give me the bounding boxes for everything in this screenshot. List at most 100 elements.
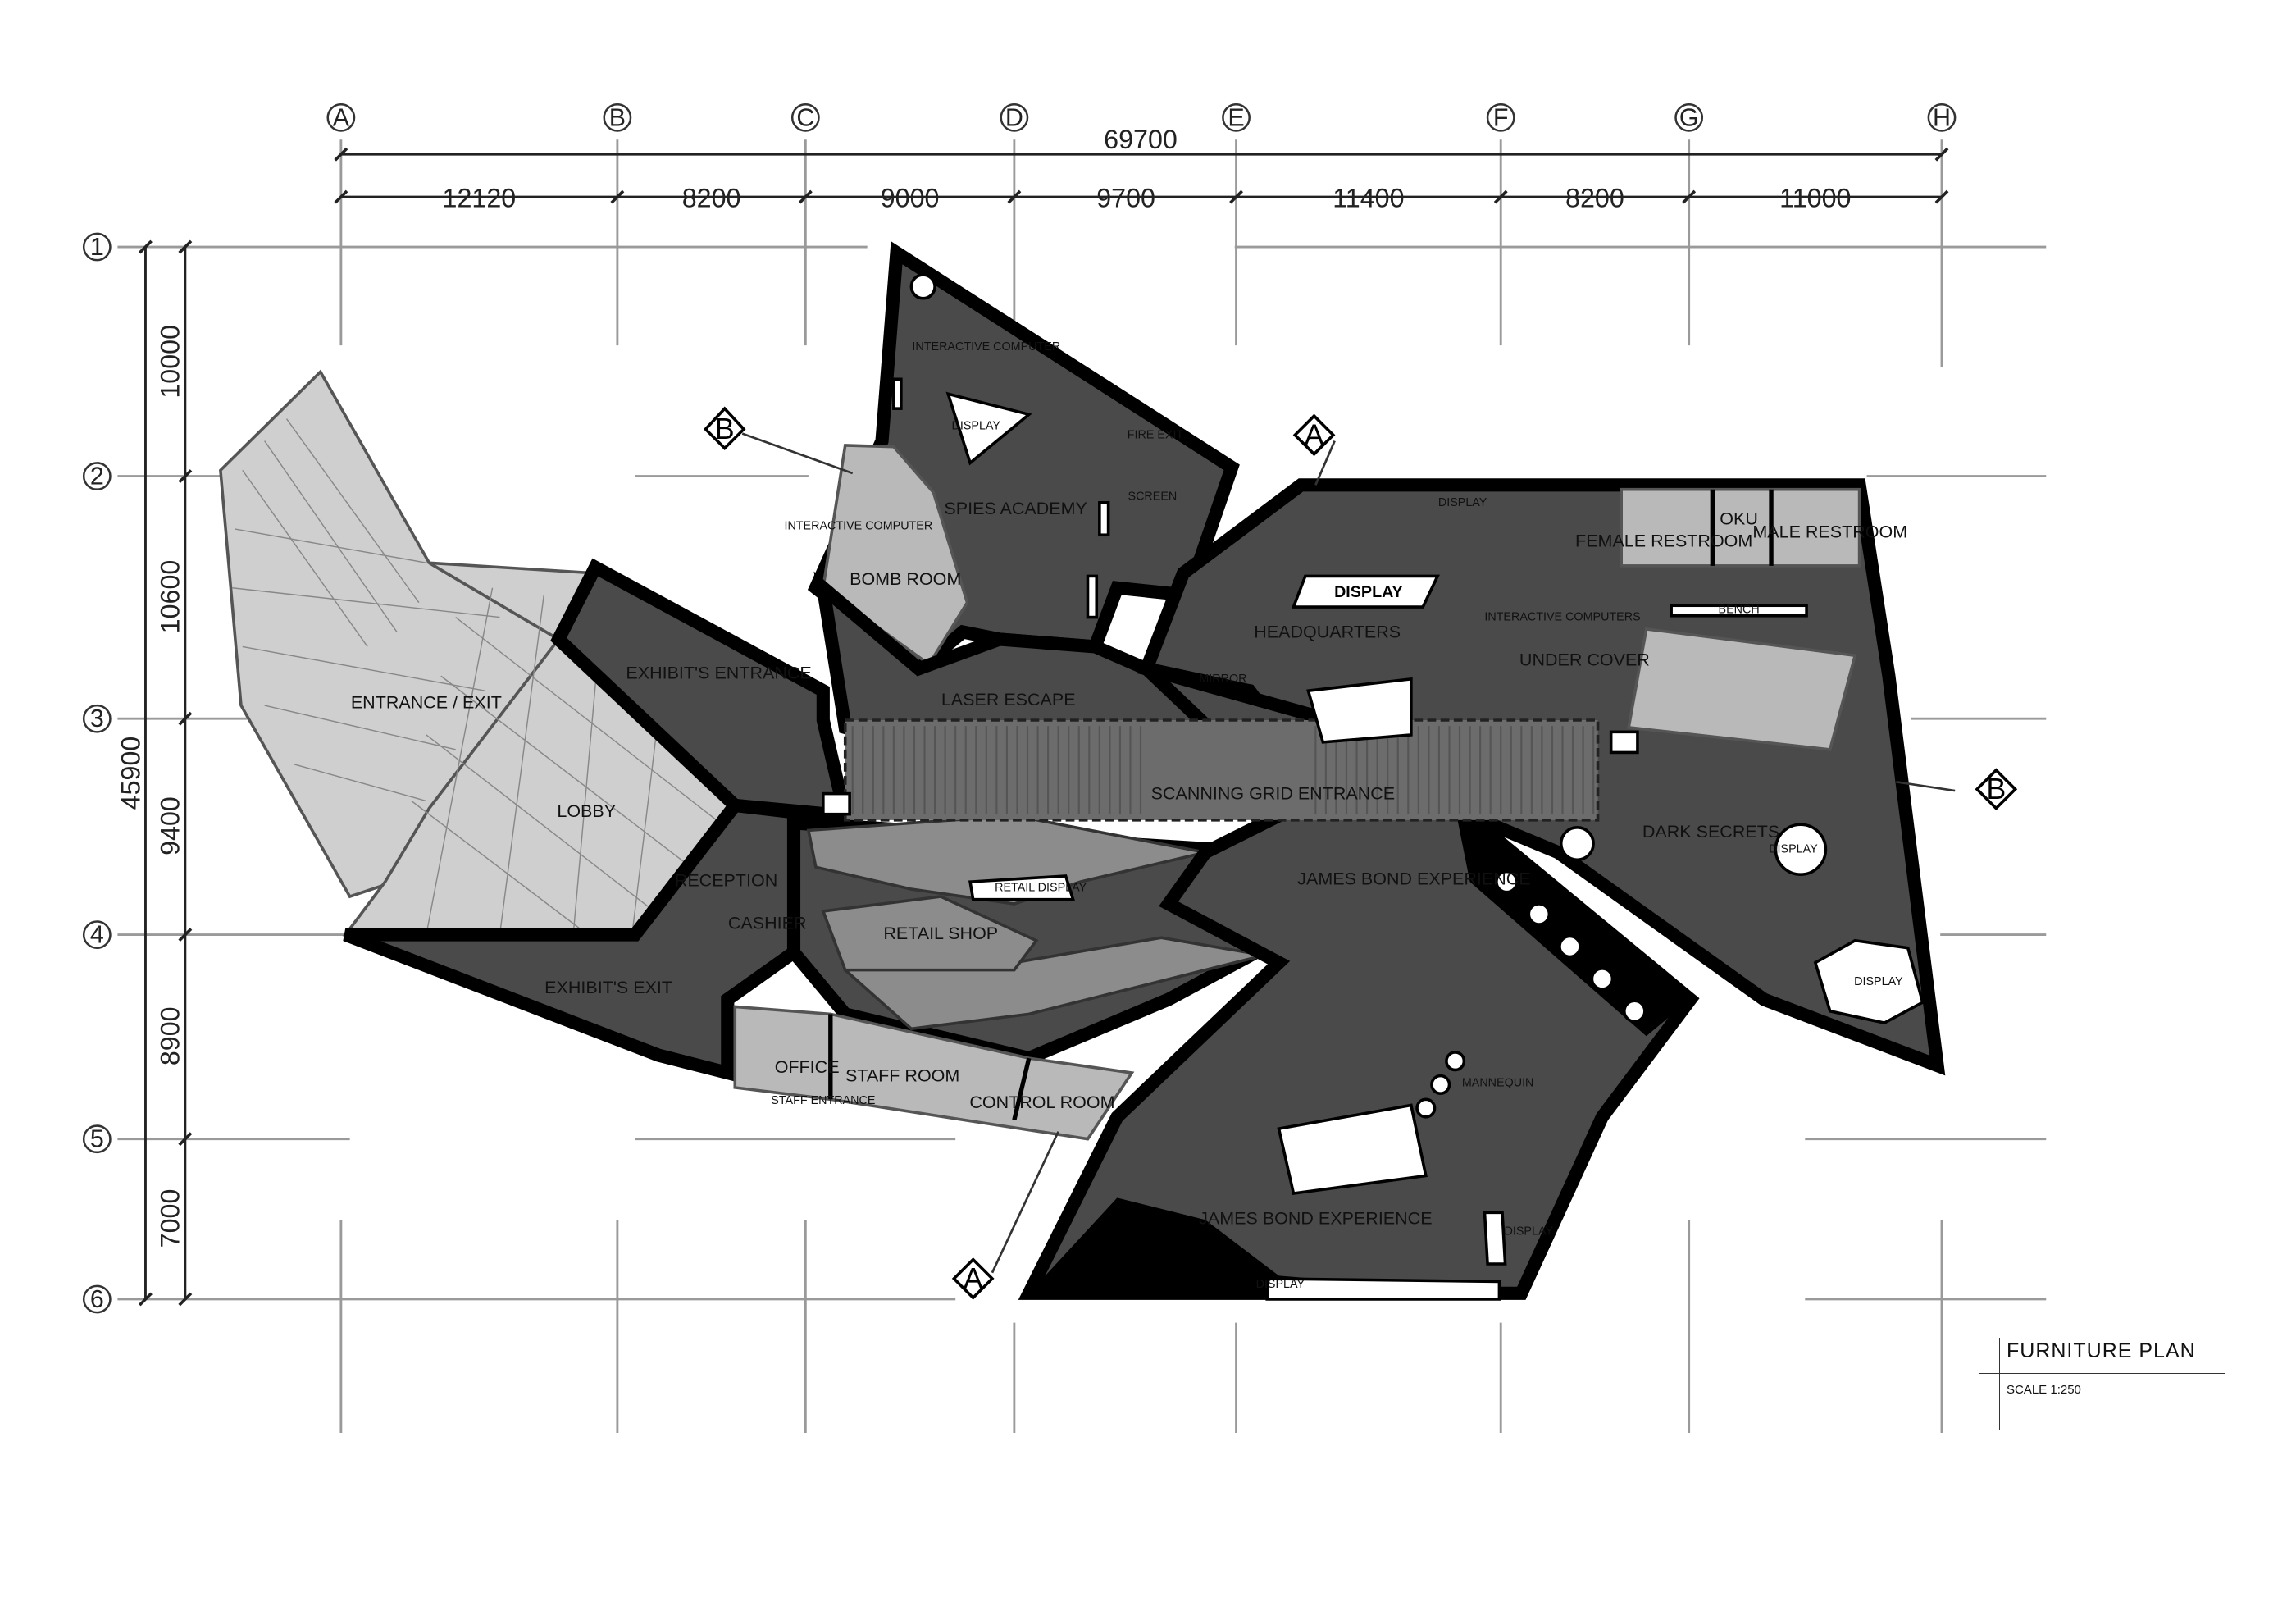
title-divider-horizontal <box>1979 1373 2225 1374</box>
svg-text:E: E <box>1228 103 1244 131</box>
row-spacing-34: 9400 <box>156 796 185 855</box>
staircase <box>851 726 1595 814</box>
jb-black-wedge <box>1455 808 1691 1037</box>
column-spacing-gh: 11000 <box>1779 184 1851 213</box>
drawing-title: FURNITURE PLAN <box>2007 1339 2196 1362</box>
label-jb-experience-lower: JAMES BOND EXPERIENCE <box>1199 1208 1432 1228</box>
title-block: FURNITURE PLAN SCALE 1:250 <box>1964 1327 2243 1430</box>
grid-bubble-1: 1 <box>82 232 112 262</box>
label-display-hex: DISPLAY <box>1854 975 1903 988</box>
title-divider-vertical <box>1999 1338 2000 1430</box>
grid-bubble-6: 6 <box>82 1284 112 1314</box>
drawing-scale: SCALE 1:250 <box>2007 1383 2081 1397</box>
label-entrance: ENTRANCE / EXIT <box>351 693 502 713</box>
column-spacing-de: 9700 <box>1096 184 1155 213</box>
label-lobby: LOBBY <box>557 801 616 821</box>
label-cashier: CASHIER <box>728 913 807 933</box>
grid-bubble-2: 2 <box>82 462 112 490</box>
label-under-cover: UNDER COVER <box>1519 650 1650 670</box>
building-footprint <box>219 241 1946 1300</box>
section-markers: B A B A <box>703 406 2018 1300</box>
display-round-dark-secrets <box>1774 823 1828 876</box>
svg-text:H: H <box>1933 103 1951 131</box>
grid-bubble-a: A <box>326 103 356 132</box>
svg-text:B: B <box>609 103 626 131</box>
section-marker-a-top: A <box>1292 413 1336 457</box>
svg-text:1: 1 <box>90 233 104 261</box>
grid-bubble-g: G <box>1674 103 1704 132</box>
bench <box>1670 604 1808 618</box>
svg-text:B: B <box>1986 773 2006 805</box>
svg-text:5: 5 <box>90 1125 104 1153</box>
retail-display-island-3 <box>821 895 1039 972</box>
svg-text:A: A <box>963 1262 983 1295</box>
section-marker-b-right: B <box>1975 768 2018 811</box>
grid-bubble-d: D <box>1000 103 1029 132</box>
label-office: OFFICE <box>775 1057 840 1077</box>
label-male-restroom: MALE RESTROOM <box>1752 522 1907 542</box>
svg-text:4: 4 <box>90 921 104 949</box>
label-control-room: CONTROL ROOM <box>969 1093 1114 1112</box>
column-spacing-ef: 11400 <box>1332 184 1404 213</box>
display-round-small <box>1559 826 1595 862</box>
display-plinth-hq <box>1291 574 1440 609</box>
section-marker-b-left: B <box>703 406 746 451</box>
room-labels: ENTRANCE / EXIT LOBBY EXHIBIT'S ENTRANCE… <box>351 340 1907 1291</box>
label-female-restroom: FEMALE RESTROOM <box>1575 531 1752 550</box>
column-spacing-fg: 8200 <box>1565 184 1624 213</box>
grid-bubble-4: 4 <box>82 920 112 950</box>
label-exhibit-exit: EXHIBIT'S EXIT <box>544 978 672 997</box>
grid-bubble-5: 5 <box>82 1124 112 1154</box>
label-scanning-grid: SCANNING GRID ENTRANCE <box>1151 784 1396 804</box>
office-staff-area <box>733 1005 1135 1141</box>
svg-text:A: A <box>333 103 350 131</box>
label-display-dark-secrets: DISPLAY <box>1769 843 1818 856</box>
grid-bubble-c: C <box>790 103 820 132</box>
svg-text:2: 2 <box>90 463 104 490</box>
grid-bubble-f: F <box>1486 103 1515 132</box>
label-jb-experience-upper: JAMES BOND EXPERIENCE <box>1297 869 1530 889</box>
grid-bubble-e: E <box>1222 103 1250 132</box>
label-interactive-computer-bomb: INTERACTIVE COMPUTER <box>784 519 932 532</box>
row-spacing-23: 10600 <box>156 560 185 634</box>
label-reception: RECEPTION <box>675 870 777 890</box>
overall-width-dimension: 69700 <box>1104 125 1178 154</box>
jb-lower-black-edge <box>1028 1197 1500 1293</box>
label-oku: OKU <box>1720 509 1758 529</box>
label-mirror: MIRROR <box>1199 673 1246 686</box>
label-display-top: DISPLAY <box>1438 496 1487 509</box>
svg-text:B: B <box>715 413 735 445</box>
label-display-side: DISPLAY <box>1505 1225 1554 1239</box>
label-bomb-room: BOMB ROOM <box>850 569 961 589</box>
grid-bubble-h: H <box>1927 103 1957 132</box>
grid-bubble-3: 3 <box>82 704 112 733</box>
label-screen: SCREEN <box>1128 490 1178 504</box>
svg-text:C: C <box>796 103 814 131</box>
restroom-block <box>1620 487 1861 568</box>
display-plinth-spies <box>945 391 1032 466</box>
row-spacing-12: 10000 <box>156 325 185 399</box>
label-staff-room: STAFF ROOM <box>845 1066 959 1086</box>
car-display-plinth <box>1277 1103 1428 1195</box>
label-display-bottom: DISPLAY <box>1256 1278 1305 1291</box>
label-headquarters: HEADQUARTERS <box>1254 623 1401 642</box>
label-spies-academy: SPIES ACADEMY <box>944 499 1086 518</box>
section-marker-a-bottom: A <box>951 1257 995 1300</box>
svg-text:A: A <box>1305 418 1324 451</box>
under-cover-display-wedge <box>1627 627 1857 751</box>
furniture <box>822 273 1925 1301</box>
svg-text:G: G <box>1679 103 1699 131</box>
column-spacing-bc: 8200 <box>682 184 741 213</box>
column-spacing-ab: 12120 <box>443 184 517 213</box>
display-hex <box>1813 938 1925 1025</box>
label-dark-secrets: DARK SECRETS <box>1642 822 1779 842</box>
column-spacing-cd: 9000 <box>881 184 940 213</box>
overall-height-dimension: 45900 <box>116 737 145 810</box>
car-display-upper <box>1306 677 1413 744</box>
svg-text:D: D <box>1005 103 1023 131</box>
label-display-hq: DISPLAY <box>1334 583 1403 601</box>
grid-lines <box>117 139 2047 1434</box>
label-interactive-computer: INTERACTIVE COMPUTER <box>912 340 1060 354</box>
svg-text:3: 3 <box>90 705 104 732</box>
